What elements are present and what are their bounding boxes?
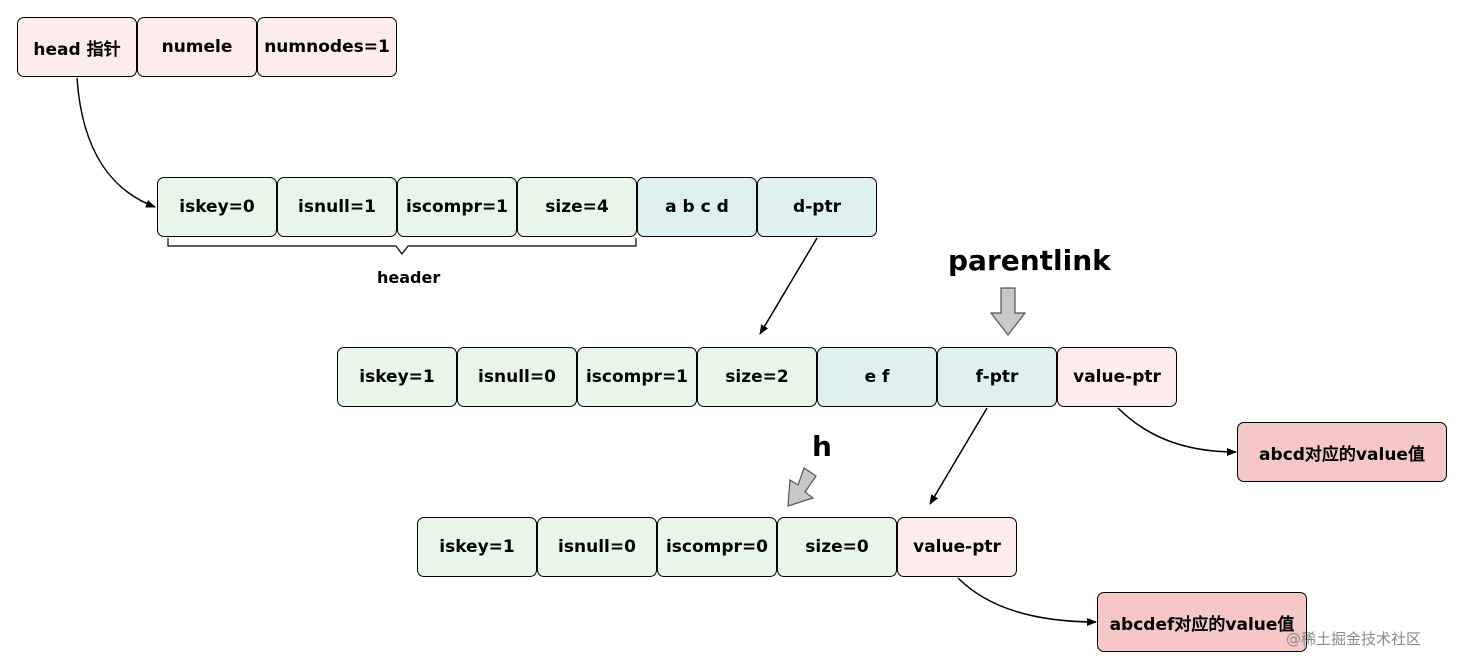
node3-iscompr-cell: iscompr=0 — [657, 517, 777, 577]
parentlink-block-arrow — [989, 287, 1027, 336]
value-ptr-to-abcd-value-arrow — [1117, 407, 1237, 456]
node2-f-ptr-cell: f-ptr — [937, 347, 1057, 407]
abcd-value-box: abcd对应的value值 — [1237, 422, 1447, 482]
node2-isnull-cell: isnull=0 — [457, 347, 577, 407]
node1-d-ptr-cell: d-ptr — [757, 177, 877, 237]
node2-value-ptr-cell: value-ptr — [1057, 347, 1177, 407]
d-ptr-to-node2-arrow — [759, 237, 818, 335]
node1-isnull-cell: isnull=1 — [277, 177, 397, 237]
value-ptr-to-abcdef-value-arrow — [957, 577, 1097, 626]
node3-isnull-cell: isnull=0 — [537, 517, 657, 577]
node1-size-cell: size=4 — [517, 177, 637, 237]
node3-size-cell: size=0 — [777, 517, 897, 577]
f-ptr-to-node3-arrow — [929, 407, 988, 505]
node2-iskey-cell: iskey=1 — [337, 347, 457, 407]
node1-data-cell: a b c d — [637, 177, 757, 237]
node1-iscompr-cell: iscompr=1 — [397, 177, 517, 237]
node1-iskey-cell: iskey=0 — [157, 177, 277, 237]
h-block-arrow — [787, 467, 817, 507]
node3-iskey-cell: iskey=1 — [417, 517, 537, 577]
node2-iscompr-cell: iscompr=1 — [577, 347, 697, 407]
parentlink-label: parentlink — [948, 244, 1111, 277]
head-to-node1-arrow — [76, 77, 156, 208]
watermark: @稀土掘金技术社区 — [1286, 630, 1422, 648]
h-pointer-label: h — [812, 430, 832, 463]
node2-size-cell: size=2 — [697, 347, 817, 407]
numele-cell: numele — [137, 17, 257, 77]
header-brace-label: header — [377, 268, 441, 287]
node3-value-ptr-cell: value-ptr — [897, 517, 1017, 577]
numnodes-cell: numnodes=1 — [257, 17, 397, 77]
head-pointer-cell: head 指针 — [17, 17, 137, 77]
node2-data-cell: e f — [817, 347, 937, 407]
abcdef-value-box: abcdef对应的value值 — [1097, 592, 1307, 652]
header-brace — [167, 238, 637, 255]
